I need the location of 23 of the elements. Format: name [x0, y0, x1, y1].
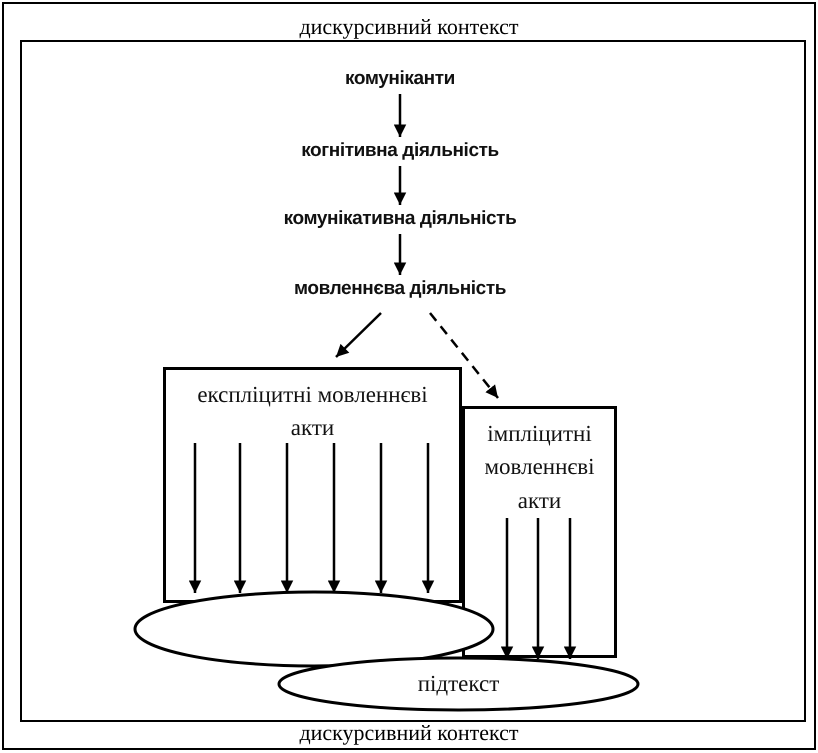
arrow	[422, 443, 434, 593]
arrow	[394, 166, 406, 205]
arrow	[394, 234, 406, 275]
box-label: імпліцитні мовленнєві акти	[484, 420, 595, 515]
arrow	[335, 312, 382, 358]
context-label: дискурсивний контекст	[299, 14, 519, 40]
box-label: підтекст	[418, 670, 500, 698]
context-label: дискурсивний контекст	[299, 720, 519, 746]
step-label: комуніканти	[345, 68, 455, 90]
speech-acts-box	[462, 406, 617, 658]
arrow	[429, 312, 499, 399]
step-label: комунікативна діяльність	[284, 208, 516, 230]
arrow	[234, 443, 246, 593]
arrow	[188, 443, 202, 593]
arrow	[328, 443, 340, 593]
step-label: когнітивна діяльність	[301, 140, 499, 162]
arrow	[280, 443, 294, 593]
arrow	[394, 94, 406, 137]
step-label: мовленнєва діяльність	[294, 278, 506, 300]
box-label: експліцитні мовленнєві акти	[196, 381, 429, 442]
arrow	[564, 518, 576, 659]
arrow	[374, 443, 388, 593]
arrow	[532, 518, 544, 659]
